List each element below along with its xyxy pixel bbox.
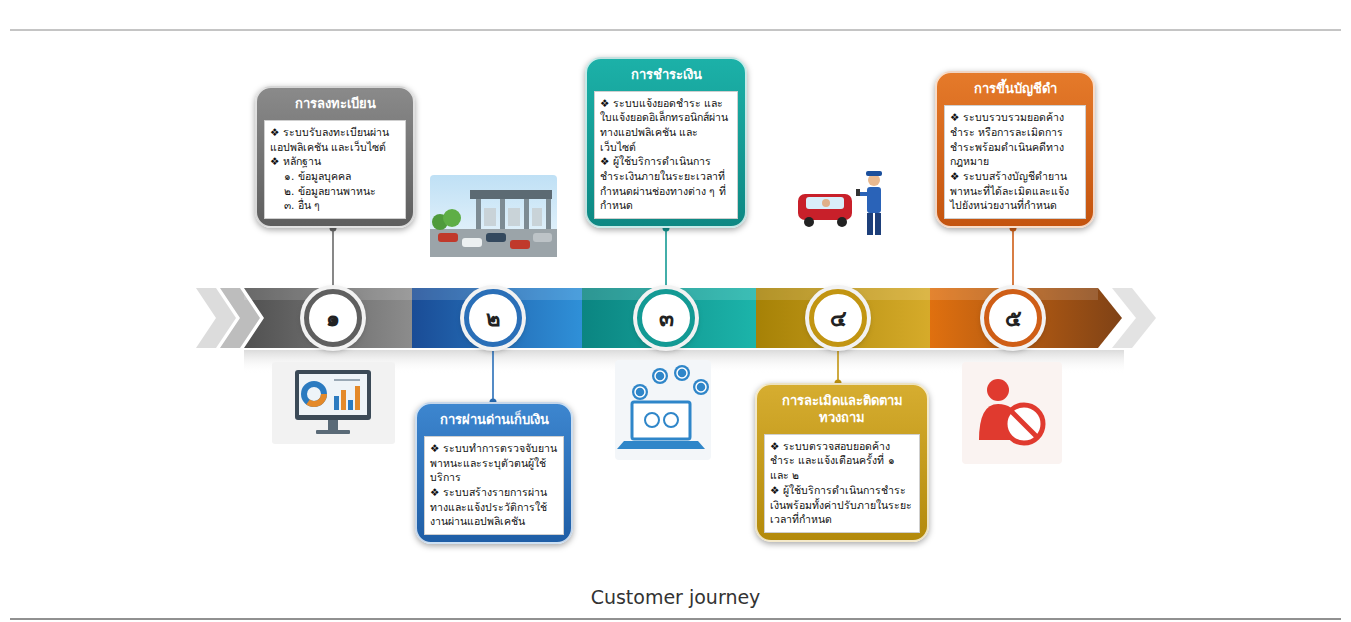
step-item: ❖ ผู้ใช้บริการดำเนินการชำระเงินภายในระยะ… [600, 154, 732, 213]
step-item: ❖ ระบบทำการตรวจจับยานพาหนะและระบุตัวตนผู… [430, 441, 558, 485]
leader-line [837, 347, 839, 383]
step-circle: ๓ [637, 289, 695, 347]
leader-line [1012, 228, 1014, 289]
leader-group [835, 347, 842, 387]
step-body: ❖ ระบบรวบรวมยอดค้างชำระ หรือการละเมิดการ… [944, 105, 1086, 219]
toll-plaza-picture [430, 175, 557, 257]
car-officer-picture [798, 171, 882, 235]
step-heading: การละเมิดและติดตามทวงถาม [757, 385, 927, 434]
step-item: ❖ ระบบตรวจสอบยอดค้างชำระ และแจ้งเตือนครั… [770, 439, 914, 483]
top-rule [10, 30, 1341, 31]
step-heading: การผ่านด่านเก็บเงิน [417, 404, 571, 436]
step-item: ❖ ระบบสร้างบัญชีดำยานพาหนะที่ได้ละเมิดแล… [950, 169, 1080, 213]
leader-group [663, 225, 670, 290]
step-circle: ๑ [304, 289, 362, 347]
leader-group [330, 225, 337, 290]
step-body: ❖ ระบบแจ้งยอดชำระ และใบแจ้งยอดอิเล็กทรอน… [594, 91, 738, 220]
step-item: ❖ ระบบรวบรวมยอดค้างชำระ หรือการละเมิดการ… [950, 110, 1080, 169]
step-box: การละเมิดและติดตามทวงถาม ❖ ระบบตรวจสอบยอด… [755, 383, 929, 542]
leader-group [1010, 225, 1017, 290]
step-item: ๓. อื่น ๆ [270, 198, 400, 213]
payment-laptop-picture [615, 360, 711, 460]
step-heading: การลงทะเบียน [257, 88, 413, 120]
step-item: ❖ ผู้ใช้บริการดำเนินการชำระเงินพร้อมทั้ง… [770, 483, 914, 527]
step-item: ๑. ข้อมูลบุคคล [270, 169, 400, 184]
step-item: ๒. ข้อมูลยานพาหนะ [270, 184, 400, 199]
step-box: การลงทะเบียน ❖ ระบบรับลงทะเบียนผ่านแอปพลิ… [255, 86, 415, 228]
blacklist-picture [962, 362, 1062, 464]
bottom-rule [10, 619, 1341, 620]
step-heading: การชำระเงิน [587, 59, 745, 91]
step-box: การขึ้นบัญชีดำ ❖ ระบบรวบรวมยอดค้างชำระ หร… [935, 71, 1095, 228]
step-heading: การขึ้นบัญชีดำ [937, 73, 1093, 105]
step-body: ❖ ระบบตรวจสอบยอดค้างชำระ และแจ้งเตือนครั… [764, 434, 920, 533]
step-circle: ๔ [809, 289, 867, 347]
step-item: ❖ ระบบรับลงทะเบียนผ่านแอปพลิเคชัน และเว็… [270, 125, 400, 154]
step-number: ๒ [486, 301, 501, 336]
step-number: ๑ [326, 301, 340, 336]
step-box: การชำระเงิน ❖ ระบบแจ้งยอดชำระ และใบแจ้งยอ… [585, 57, 747, 228]
leader-line [492, 347, 494, 402]
step-box: การผ่านด่านเก็บเงิน ❖ ระบบทำการตรวจจับยาน… [415, 402, 573, 544]
step-body: ❖ ระบบทำการตรวจจับยานพาหนะและระบุตัวตนผู… [424, 436, 564, 535]
step-number: ๓ [659, 301, 674, 336]
step-number: ๔ [830, 301, 847, 336]
step-item: ❖ ระบบแจ้งยอดชำระ และใบแจ้งยอดอิเล็กทรอน… [600, 96, 732, 155]
step-number: ๕ [1005, 301, 1022, 336]
step-item: ❖ หลักฐาน [270, 154, 400, 169]
leader-group [490, 347, 497, 406]
leader-line [332, 228, 334, 289]
step-item: ❖ ระบบสร้างรายการผ่านทางและแจ้งประวัติกา… [430, 485, 558, 529]
computer-picture [272, 362, 395, 444]
leader-line [665, 228, 667, 289]
figure-caption: Customer journey [0, 586, 1351, 608]
step-circle: ๒ [464, 289, 522, 347]
step-body: ❖ ระบบรับลงทะเบียนผ่านแอปพลิเคชัน และเว็… [264, 120, 406, 219]
step-circle: ๕ [984, 289, 1042, 347]
